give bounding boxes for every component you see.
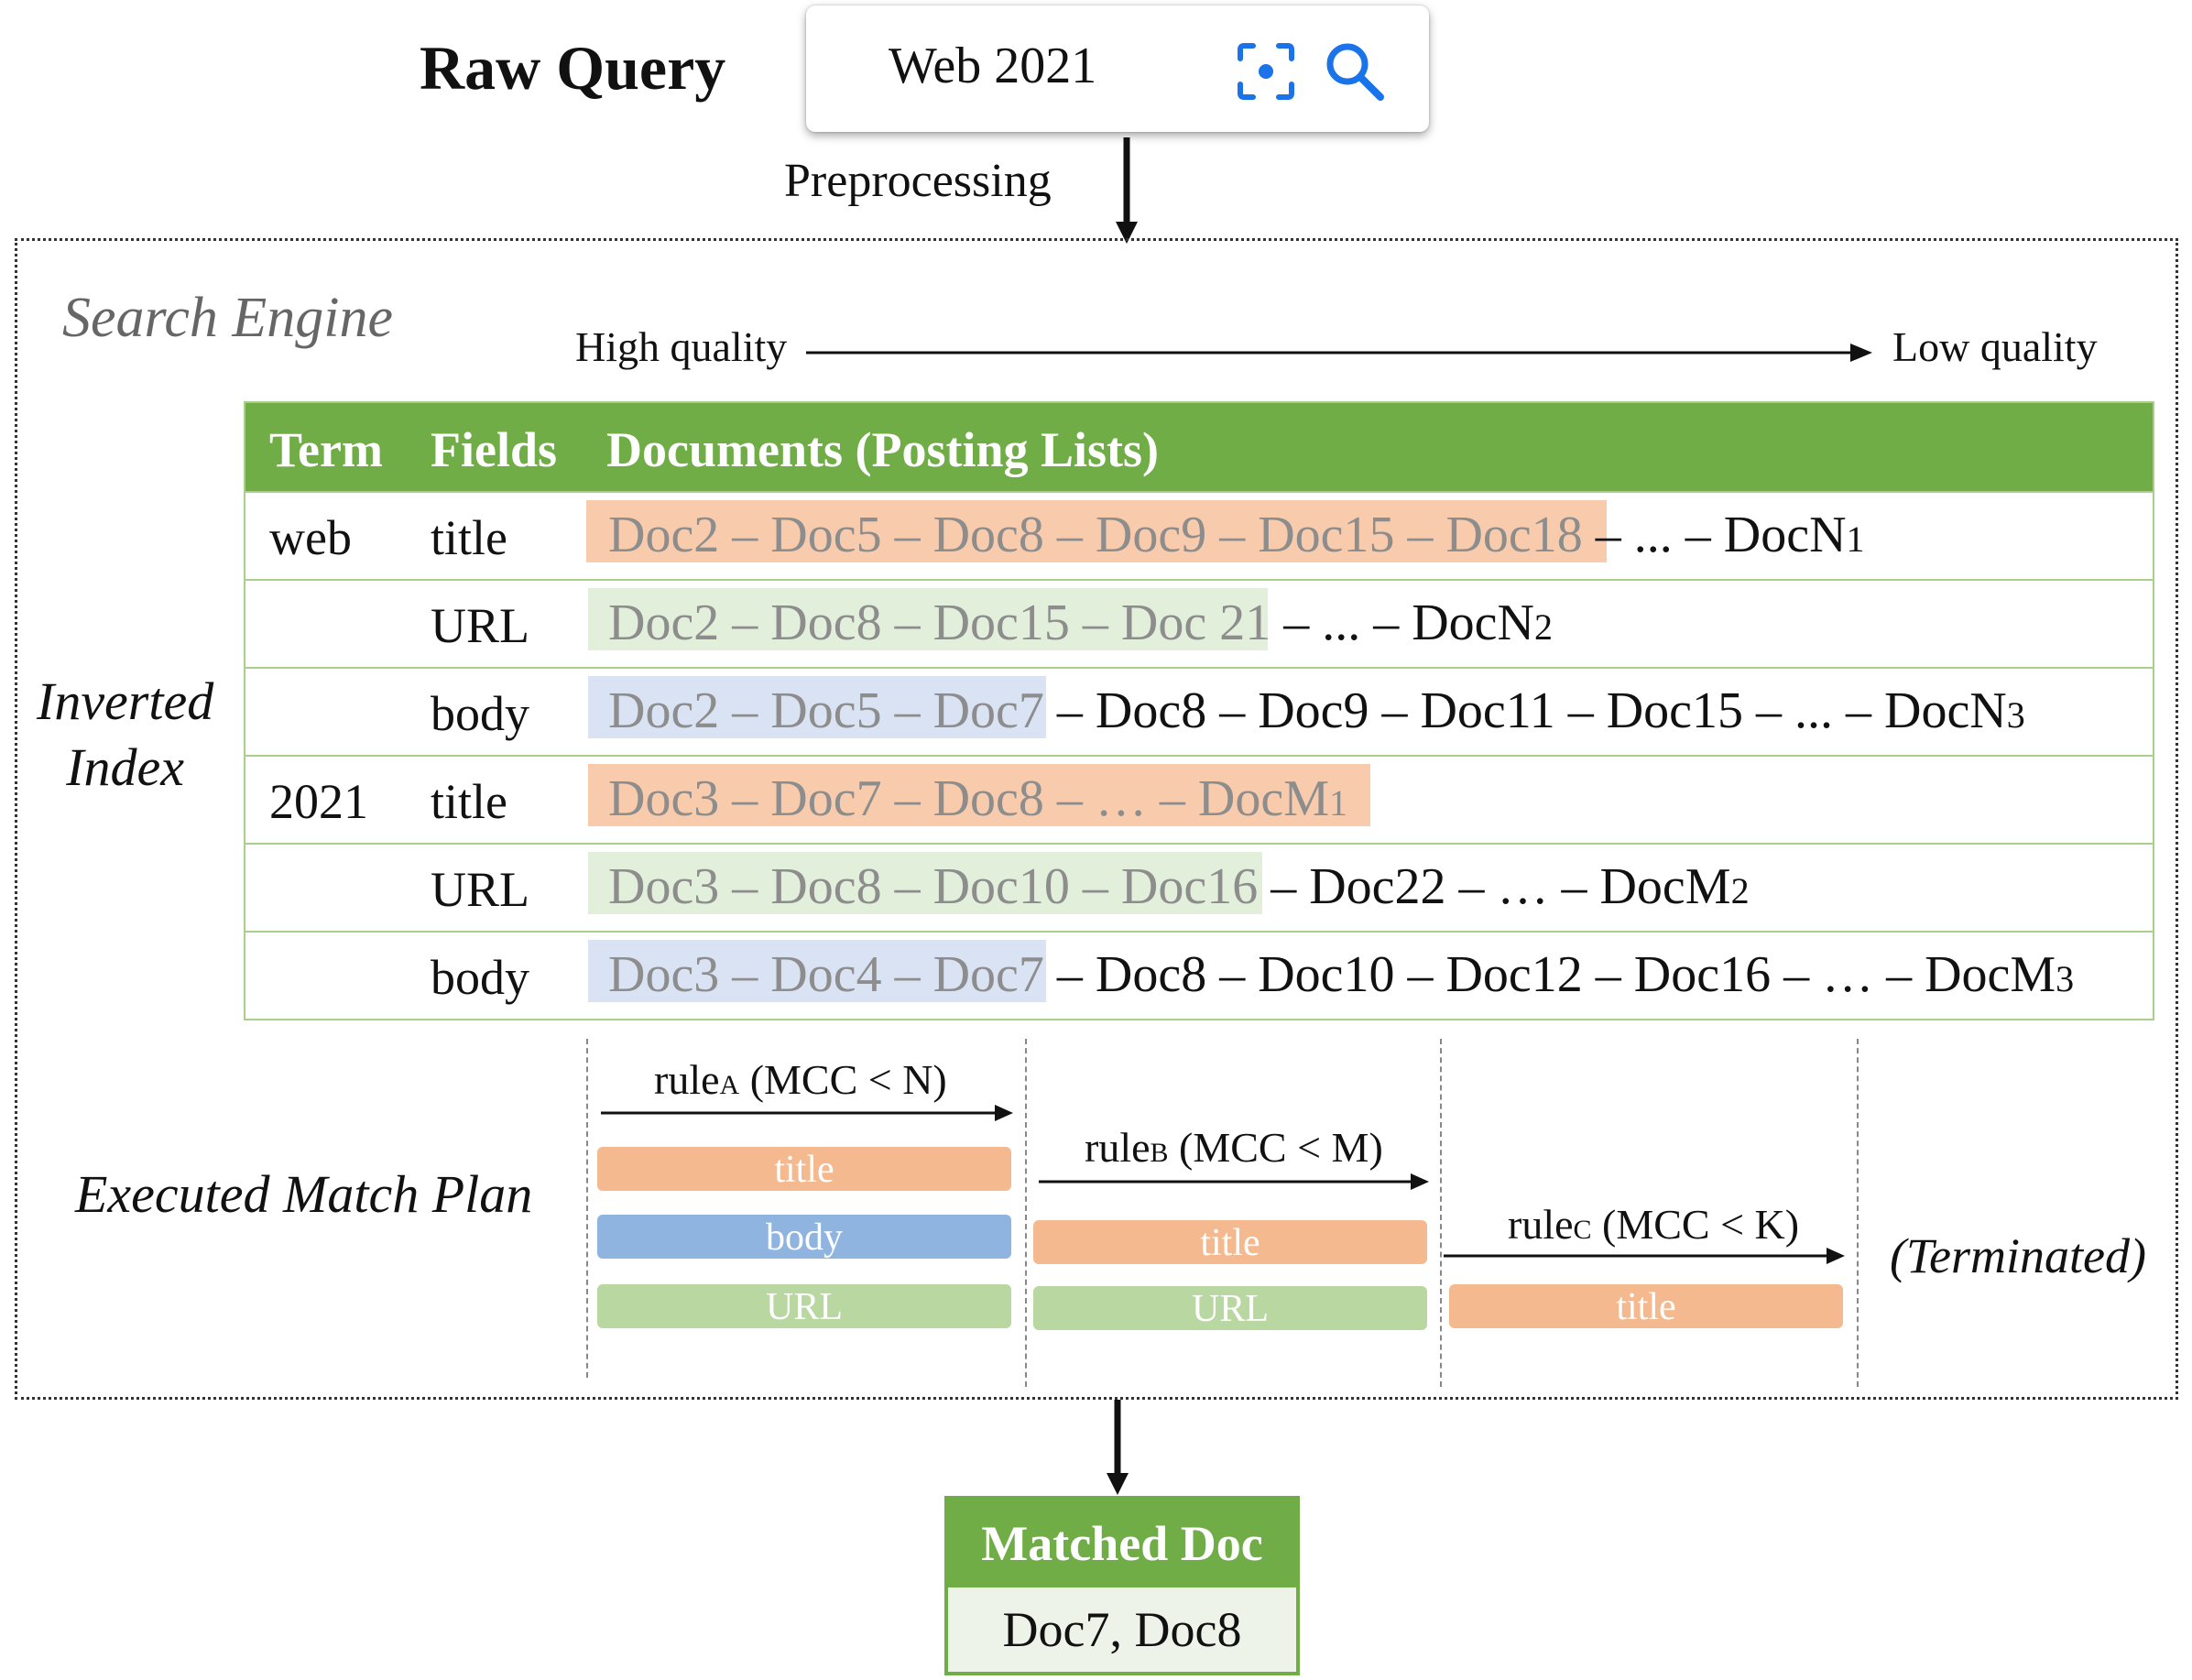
rule-name: rule — [654, 1056, 720, 1103]
rule-b-field-url: URL — [1033, 1286, 1427, 1330]
high-quality-label: High quality — [575, 323, 788, 370]
search-box[interactable]: Web 2021 — [806, 5, 1429, 132]
rule-c-arrow — [1444, 1248, 1845, 1264]
rule-c-field-title: title — [1449, 1284, 1843, 1328]
rule-subscript: C — [1573, 1215, 1592, 1245]
header-documents: Documents (Posting Lists) — [606, 422, 1159, 477]
rule-name: rule — [1085, 1124, 1151, 1171]
posting-rest-text: – ... – DocN — [1582, 507, 1847, 563]
posting-highlight-text: Doc3 – Doc4 – Doc7 — [608, 946, 1044, 1003]
table-row: body Doc2 – Doc5 – Doc7 – Doc8 – Doc9 – … — [245, 667, 2153, 755]
field-cell: URL — [431, 862, 529, 917]
matched-doc-title: Matched Doc — [948, 1500, 1296, 1587]
table-row: URL Doc3 – Doc8 – Doc10 – Doc16 – Doc22 … — [245, 843, 2153, 931]
plan-divider — [1857, 1039, 1859, 1387]
rule-c-label: ruleC (MCC < K) — [1508, 1200, 1799, 1249]
rule-name: rule — [1508, 1201, 1574, 1248]
posting-rest-text: – Doc8 – Doc9 – Doc11 – Doc15 – ... – Do… — [1043, 682, 2007, 739]
table-header: Term Fields Documents (Posting Lists) — [245, 403, 2153, 491]
posting-highlight-text: Doc2 – Doc8 – Doc15 – Doc 21 — [608, 595, 1271, 651]
posting-subscript: 3 — [2006, 694, 2025, 736]
posting-highlight — [588, 676, 1046, 738]
low-quality-label: Low quality — [1892, 323, 2098, 370]
rule-subscript: B — [1150, 1138, 1169, 1168]
preprocessing-arrow — [1116, 137, 1138, 244]
posting-highlight — [586, 500, 1607, 562]
match-plan-label: Executed Match Plan — [75, 1164, 533, 1224]
inverted-index-table: Term Fields Documents (Posting Lists) we… — [244, 401, 2154, 1020]
posting-highlight-text: Doc3 – Doc7 – Doc8 – … – DocM — [608, 770, 1329, 827]
posting-highlight — [588, 940, 1046, 1002]
posting-rest-text: – ... – DocN — [1270, 595, 1534, 651]
search-query-text[interactable]: Web 2021 — [889, 38, 1097, 94]
plan-divider — [586, 1039, 588, 1378]
field-cell: title — [431, 774, 507, 829]
posting-subscript: 3 — [2056, 958, 2075, 999]
posting-highlight-text: Doc3 – Doc8 – Doc10 – Doc16 — [608, 858, 1259, 915]
posting-highlight — [588, 852, 1262, 914]
posting-subscript: 2 — [1730, 870, 1750, 911]
plan-divider — [1440, 1039, 1442, 1387]
rule-condition: (MCC < K) — [1591, 1201, 1800, 1248]
posting-rest-text: – Doc22 – … – DocM — [1258, 858, 1731, 915]
rule-condition: (MCC < M) — [1168, 1124, 1383, 1171]
table-row: URL Doc2 – Doc8 – Doc15 – Doc 21 – ... –… — [245, 579, 2153, 667]
table-row: web title Doc2 – Doc5 – Doc8 – Doc9 – Do… — [245, 491, 2153, 579]
terminated-label: (Terminated) — [1890, 1228, 2146, 1283]
rule-a-field-title: title — [597, 1147, 1011, 1191]
field-cell: title — [431, 510, 507, 565]
header-fields: Fields — [431, 422, 558, 477]
matched-doc-box: Matched Doc Doc7, Doc8 — [944, 1496, 1300, 1675]
posting-list: Doc2 – Doc5 – Doc8 – Doc9 – Doc15 – Doc1… — [608, 506, 1865, 564]
posting-highlight-text: Doc2 – Doc5 – Doc7 — [608, 682, 1044, 739]
rule-a-arrow — [601, 1105, 1013, 1121]
rule-a-field-url: URL — [597, 1284, 1011, 1328]
output-arrow — [1107, 1400, 1129, 1495]
rule-b-arrow — [1039, 1173, 1429, 1190]
posting-highlight-text: Doc2 – Doc5 – Doc8 – Doc9 – Doc15 – Doc1… — [608, 507, 1583, 563]
rule-condition: (MCC < N) — [739, 1056, 947, 1103]
scan-icon[interactable] — [1237, 42, 1295, 101]
posting-subscript: 2 — [1533, 606, 1553, 648]
raw-query-title: Raw Query — [420, 33, 726, 103]
posting-subscript: 1 — [1328, 782, 1347, 824]
matched-doc-value: Doc7, Doc8 — [1002, 1602, 1242, 1657]
posting-list: Doc2 – Doc5 – Doc7 – Doc8 – Doc9 – Doc11… — [608, 682, 2025, 740]
search-engine-title: Search Engine — [62, 287, 393, 349]
preprocessing-label: Preprocessing — [784, 155, 1052, 207]
search-icon[interactable] — [1324, 40, 1386, 103]
posting-highlight — [588, 588, 1268, 650]
inverted-label-line2: Index — [66, 737, 185, 797]
table-row: 2021 title Doc3 – Doc7 – Doc8 – … – DocM… — [245, 755, 2153, 843]
field-cell: body — [431, 950, 529, 1005]
plan-divider — [1025, 1039, 1027, 1387]
rule-b-field-title: title — [1033, 1220, 1427, 1264]
posting-list: Doc3 – Doc4 – Doc7 – Doc8 – Doc10 – Doc1… — [608, 945, 2074, 1004]
search-engine-container — [15, 238, 2178, 1400]
posting-list: Doc3 – Doc8 – Doc10 – Doc16 – Doc22 – … … — [608, 857, 1750, 916]
rule-b-label: ruleB (MCC < M) — [1085, 1123, 1383, 1172]
field-cell: body — [431, 686, 529, 741]
inverted-index-label: Inverted Index — [37, 669, 213, 801]
table-row: body Doc3 – Doc4 – Doc7 – Doc8 – Doc10 –… — [245, 931, 2153, 1019]
posting-subscript: 1 — [1846, 518, 1865, 560]
field-cell: URL — [431, 598, 529, 653]
rule-a-label: ruleA (MCC < N) — [654, 1055, 947, 1104]
rule-subscript: A — [719, 1070, 740, 1100]
quality-arrow — [806, 344, 1872, 362]
inverted-label-line1: Inverted — [37, 671, 214, 731]
posting-list: Doc2 – Doc8 – Doc15 – Doc 21 – ... – Doc… — [608, 594, 1553, 652]
posting-highlight — [588, 764, 1370, 826]
rule-a-field-body: body — [597, 1215, 1011, 1259]
term-cell: 2021 — [269, 774, 368, 829]
term-cell: web — [269, 510, 352, 565]
posting-rest-text: – Doc8 – Doc10 – Doc12 – Doc16 – … – Doc… — [1043, 946, 2056, 1003]
posting-list: Doc3 – Doc7 – Doc8 – … – DocM1 — [608, 769, 1347, 828]
header-term: Term — [269, 422, 383, 477]
